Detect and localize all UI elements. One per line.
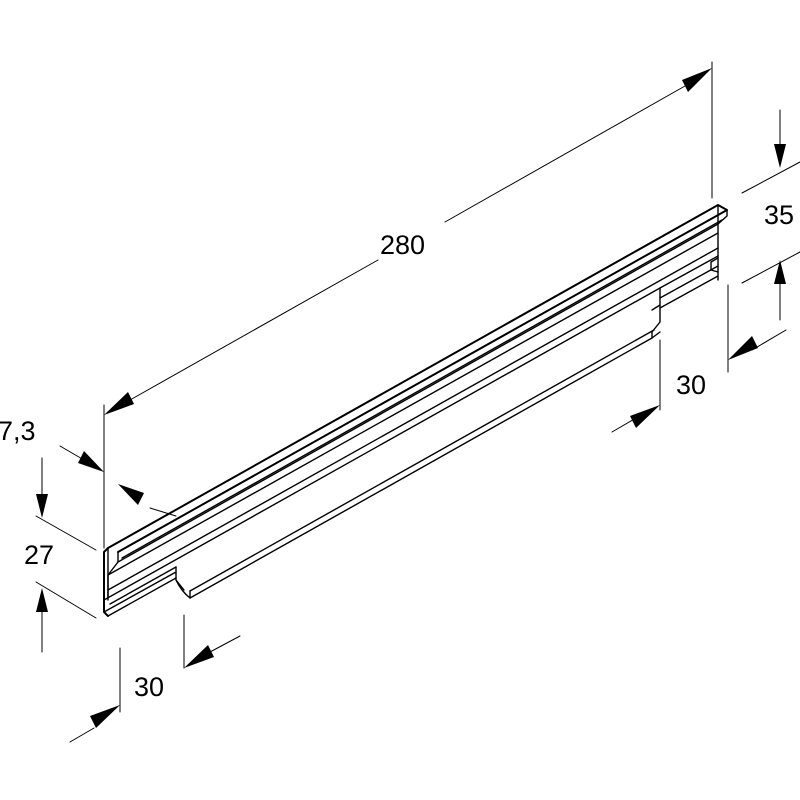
dimension-line-7-3-b <box>149 507 177 517</box>
rail-right-end-2 <box>717 209 728 225</box>
rail-groove-upper <box>103 255 719 601</box>
rail-top-edge-outer <box>107 204 728 553</box>
dimension-line-280-a <box>129 259 379 401</box>
dimension-label-30-right: 30 <box>676 370 706 400</box>
extension-line-27-bottom <box>35 581 97 619</box>
dimension-label-280: 280 <box>380 230 425 260</box>
arrowhead-30r-right <box>728 336 758 360</box>
dimension-offset-right: 30 <box>611 284 787 433</box>
dimension-line-30l-a <box>69 727 95 743</box>
rail-right-tongue-2 <box>651 304 661 311</box>
extension-line-27-top <box>35 515 97 551</box>
dimension-line-30r-a <box>611 417 637 433</box>
dimension-line-280-b <box>444 85 686 223</box>
rail-web-line-2 <box>107 232 719 576</box>
dimension-line-7-3-a <box>59 445 85 461</box>
arrowhead-7-3-left <box>78 451 104 472</box>
dimension-offset-left: 30 <box>69 614 241 743</box>
rail-left-notch-2 <box>175 579 185 591</box>
extension-line-35-bottom <box>741 251 800 284</box>
arrowhead-30l-left <box>90 705 120 728</box>
rail-groove-mid <box>109 566 177 605</box>
dimension-flange: 7,3 <box>0 416 177 517</box>
rail-groove-mid-2 <box>189 331 661 599</box>
dimension-label-30-left: 30 <box>134 672 164 702</box>
dimension-label-27: 27 <box>24 540 54 570</box>
arrowhead-30l-right <box>184 645 214 668</box>
rail-web-line-3 <box>107 247 719 591</box>
rail-lower-edge <box>107 577 177 617</box>
dimension-height-right: 35 <box>741 109 800 321</box>
rail-profile <box>103 204 728 617</box>
arrowhead-27-bottom <box>36 588 48 612</box>
dimension-label-7-3: 7,3 <box>0 416 36 446</box>
dimension-height-left: 27 <box>24 457 97 653</box>
rail-groove-mid-3 <box>189 329 655 592</box>
extension-line-35-top <box>741 161 800 194</box>
rail-tongue-upper <box>659 265 719 299</box>
rail-lower-edge-2 <box>103 571 177 613</box>
rail-right-tongue <box>651 287 661 339</box>
arrowhead-35-bottom <box>774 260 786 284</box>
dimension-line-30r-b <box>751 329 787 351</box>
arrowhead-35-top <box>774 144 786 168</box>
rail-right-step <box>710 257 719 273</box>
dimension-line-30l-b <box>209 635 241 653</box>
rail-front-left-edge <box>103 547 109 617</box>
arrowhead-280-right <box>682 68 712 92</box>
dimension-length: 280 <box>103 61 713 549</box>
arrowhead-30r-left <box>630 405 660 428</box>
arrowhead-27-top <box>36 494 48 518</box>
arrowhead-280-left <box>104 392 134 415</box>
arrowhead-7-3-right <box>118 484 144 505</box>
dimension-label-35: 35 <box>764 200 794 230</box>
rail-lip-line <box>121 219 723 559</box>
rail-lip-line-2 <box>117 223 719 563</box>
rail-tongue-lower <box>659 275 719 309</box>
